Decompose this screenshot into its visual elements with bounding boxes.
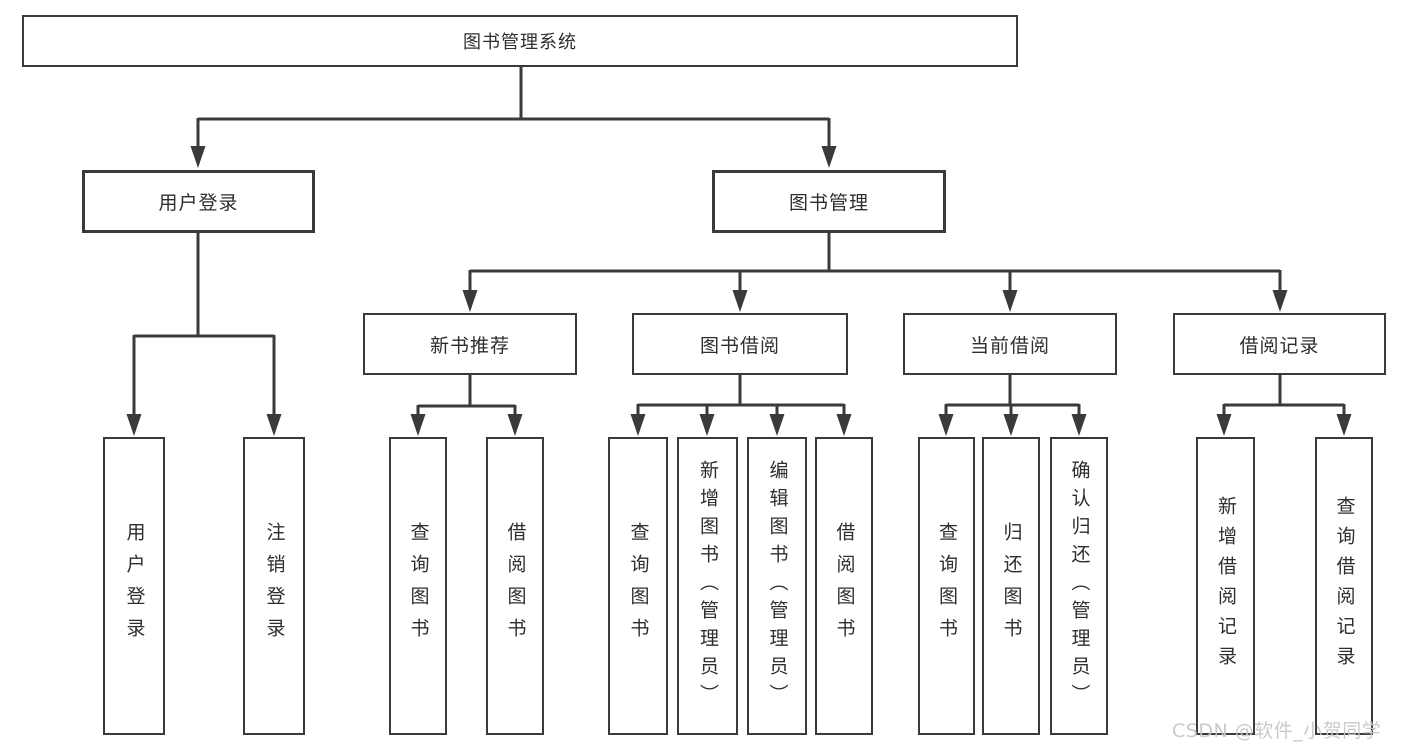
leaf-query-books-current: 查询图书 xyxy=(918,437,975,735)
watermark: CSDN @软件_小贺同学 xyxy=(1172,720,1382,742)
leaf-label: 用户登录 xyxy=(123,522,146,650)
leaf-label: 归还图书 xyxy=(1000,522,1023,650)
leaf-logout: 注销登录 xyxy=(243,437,305,735)
leaf-add-borrow-record: 新增借阅记录 xyxy=(1196,437,1255,735)
leaf-label: 编辑图书（管理员） xyxy=(766,460,789,712)
leaf-add-books-admin: 新增图书（管理员） xyxy=(677,437,738,735)
node-label: 新书推荐 xyxy=(429,334,510,357)
leaf-return-books: 归还图书 xyxy=(982,437,1040,735)
leaf-borrow-books-recommend: 借阅图书 xyxy=(486,437,544,735)
node-user-login: 用户登录 xyxy=(82,170,315,233)
leaf-label: 查询图书 xyxy=(627,522,650,650)
leaf-label: 查询图书 xyxy=(407,522,430,650)
node-root-library-management-system: 图书管理系统 xyxy=(22,15,1018,67)
leaf-label: 借阅图书 xyxy=(833,522,856,650)
node-book-management: 图书管理 xyxy=(712,170,946,233)
node-label: 图书借阅 xyxy=(699,334,780,357)
node-book-borrowing: 图书借阅 xyxy=(632,313,848,375)
leaf-confirm-return-admin: 确认归还（管理员） xyxy=(1050,437,1108,735)
leaf-query-borrow-record: 查询借阅记录 xyxy=(1315,437,1373,735)
leaf-label: 借阅图书 xyxy=(504,522,527,650)
node-label: 当前借阅 xyxy=(969,334,1050,357)
leaf-label: 查询借阅记录 xyxy=(1333,496,1356,676)
node-label: 图书管理 xyxy=(788,192,869,214)
node-new-book-recommendation: 新书推荐 xyxy=(363,313,577,375)
leaf-user-login: 用户登录 xyxy=(103,437,165,735)
leaf-borrow-books: 借阅图书 xyxy=(815,437,873,735)
node-label: 借阅记录 xyxy=(1239,334,1320,357)
leaf-label: 新增图书（管理员） xyxy=(697,460,719,712)
leaf-label: 注销登录 xyxy=(263,522,286,650)
leaf-query-books-recommend: 查询图书 xyxy=(389,437,447,735)
leaf-label: 新增借阅记录 xyxy=(1215,496,1237,676)
leaf-label: 查询图书 xyxy=(936,522,958,650)
leaf-edit-books-admin: 编辑图书（管理员） xyxy=(747,437,807,735)
node-label: 图书管理系统 xyxy=(463,32,577,53)
node-current-borrowing: 当前借阅 xyxy=(903,313,1117,375)
node-borrowing-records: 借阅记录 xyxy=(1173,313,1386,375)
leaf-query-books-borrow: 查询图书 xyxy=(608,437,668,735)
leaf-label: 确认归还（管理员） xyxy=(1068,460,1091,712)
node-label: 用户登录 xyxy=(158,192,239,214)
